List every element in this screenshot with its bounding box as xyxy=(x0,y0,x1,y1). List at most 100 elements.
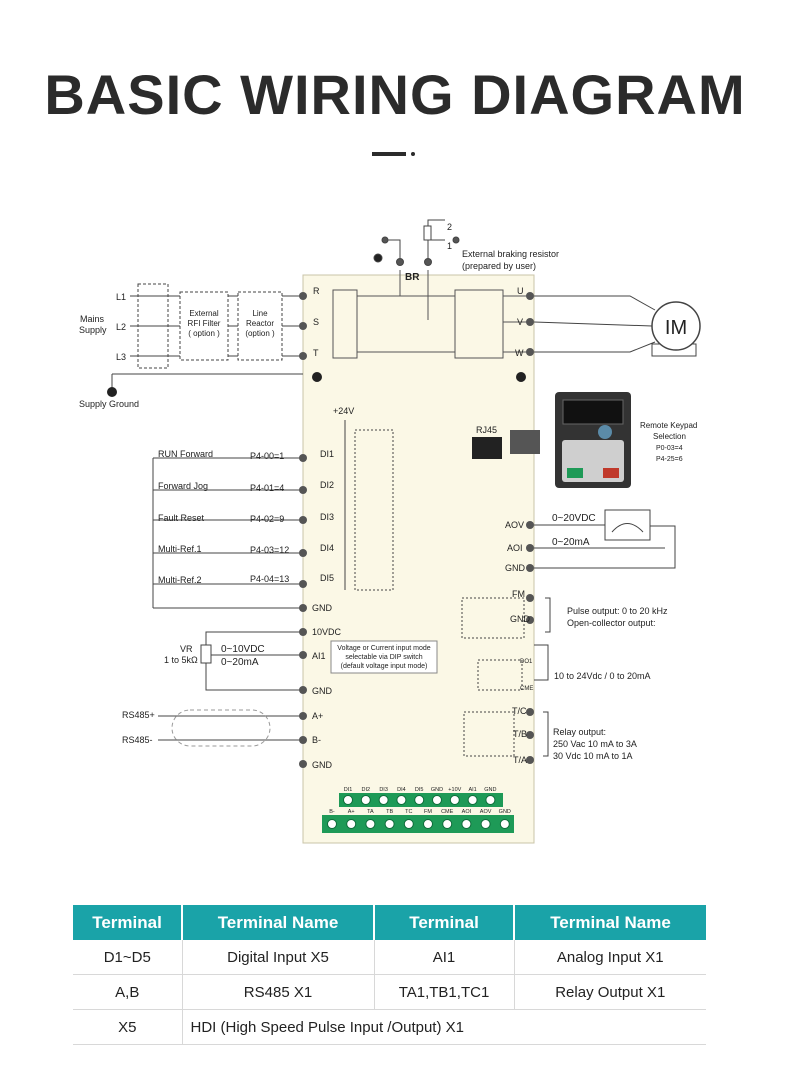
line-reactor-option: (option ) xyxy=(245,329,275,338)
table-cell: Relay Output X1 xyxy=(514,974,706,1010)
10vdc-label: 10VDC xyxy=(312,627,342,637)
terminal-strip-label: DI3 xyxy=(379,787,388,793)
motor-icon xyxy=(651,301,701,351)
terminal-gnd-4 xyxy=(526,564,534,572)
table-header: Terminal xyxy=(374,905,515,940)
mains-l3: L3 xyxy=(116,352,126,362)
ai-note-line2: selectable via DIP switch xyxy=(345,654,422,661)
terminal-screw-icon xyxy=(384,819,395,829)
terminal-strip-label: DI1 xyxy=(344,787,353,793)
table-cell: RS485 X1 xyxy=(182,974,375,1010)
terminal-screw-icon xyxy=(327,819,337,829)
terminal-fm xyxy=(526,594,534,602)
terminal-v-label: V xyxy=(517,317,523,327)
ground-icon xyxy=(107,387,117,397)
di1-param: P4-00=1 xyxy=(250,451,284,461)
aov-label: AOV xyxy=(505,520,524,530)
terminal-strip-label: GND xyxy=(499,809,511,815)
wiring-diagram: 2 1 External braking resistor (prepared … xyxy=(79,219,701,844)
di2-param: P4-01=4 xyxy=(250,483,284,493)
ai-note-line3: (default voltage input mode) xyxy=(341,663,428,670)
terminal-t xyxy=(299,352,307,360)
di3-param: P4-02=9 xyxy=(250,514,284,524)
terminal-strip-label: AOV xyxy=(480,809,492,815)
br-label: BR xyxy=(405,272,420,283)
terminal-di5 xyxy=(299,580,307,588)
a-plus-label: A+ xyxy=(312,711,323,721)
terminal-screw-icon xyxy=(343,795,353,805)
di1-function: RUN Forward xyxy=(158,449,213,459)
terminal-di3 xyxy=(299,516,307,524)
table-row: X5 HDI (High Speed Pulse Input /Output) … xyxy=(73,1009,706,1045)
di1-label: DI1 xyxy=(320,449,334,459)
gnd-label-5: GND xyxy=(510,614,531,624)
mains-l2: L2 xyxy=(116,322,126,332)
terminal-screw-icon xyxy=(414,795,425,805)
rfi-filter-option: ( option ) xyxy=(188,329,220,338)
mains-supply-label: Mains xyxy=(80,314,105,324)
terminal-w-label: W xyxy=(515,348,524,358)
keypad-display xyxy=(562,399,624,425)
terminal-screw-icon xyxy=(449,795,460,805)
terminal-strip-label: +10V xyxy=(448,787,461,793)
plus24v-label: +24V xyxy=(333,406,354,416)
terminal-aov xyxy=(526,521,534,529)
terminal-screw-icon xyxy=(346,819,357,829)
rfi-filter-label-2: RFI Filter xyxy=(188,319,221,328)
terminal-strip-label: TB xyxy=(386,809,393,815)
terminal-screw-icon xyxy=(423,819,433,829)
terminal-b-minus xyxy=(299,736,307,744)
motor-label: IM xyxy=(665,317,687,339)
keypad-param-1: P0-03=4 xyxy=(656,445,683,452)
table-cell: TA1,TB1,TC1 xyxy=(374,974,515,1010)
table-header: Terminal xyxy=(73,905,183,940)
terminal-screw-icon xyxy=(365,819,376,829)
terminal-screw-icon xyxy=(480,819,491,829)
rs485-minus-label: RS485- xyxy=(122,735,153,745)
tc-label: T/C xyxy=(512,706,527,716)
mains-supply-label-2: Supply xyxy=(79,325,107,335)
relay-output-label: Relay output: xyxy=(553,727,606,737)
terminal-screw-icon xyxy=(442,819,453,829)
title-dot xyxy=(411,152,415,156)
table-cell: AI1 xyxy=(374,940,515,975)
ai-note-line1: Voltage or Current input mode xyxy=(337,645,430,652)
tb-label: T/B xyxy=(513,729,527,739)
keypad-knob-icon xyxy=(598,425,612,439)
di2-label: DI2 xyxy=(320,480,334,490)
braking-resistor-note: (prepared by user) xyxy=(462,261,536,271)
di4-label: DI4 xyxy=(320,543,334,553)
pulse-output-wiring xyxy=(461,597,551,691)
relay-dc-rating: 30 Vdc 10 mA to 1A xyxy=(553,751,633,761)
gnd-label-1: GND xyxy=(312,603,333,613)
ai-current-range: 0~20mA xyxy=(221,657,259,668)
terminal-strip-label: FM xyxy=(424,809,432,815)
cme-label: CME xyxy=(520,686,533,692)
terminal-strip-label: DI4 xyxy=(397,787,406,793)
resistor-num-2: 2 xyxy=(447,222,452,232)
terminal-strip-label: TC xyxy=(405,809,412,815)
terminal-gnd-3 xyxy=(299,760,307,768)
terminal-u xyxy=(526,292,534,300)
di5-param: P4-04=13 xyxy=(250,574,289,584)
terminal-strip-label: TA xyxy=(367,809,374,815)
aov-range: 0~20VDC xyxy=(552,513,596,524)
table-header: Terminal Name xyxy=(182,905,375,940)
keypad-param-2: P4-25=6 xyxy=(656,456,683,463)
vr-range: 1 to 5kΩ xyxy=(164,655,198,665)
terminal-ai1 xyxy=(299,651,307,659)
page-title: BASIC WIRING DIAGRAM xyxy=(44,63,746,126)
do-range-label: 10 to 24Vdc / 0 to 20mA xyxy=(554,671,651,681)
analog-output-wiring xyxy=(534,509,676,569)
terminal-gnd-5 xyxy=(526,616,534,624)
table-row: A,B RS485 X1 TA1,TB1,TC1 Relay Output X1 xyxy=(73,974,706,1010)
terminal-r-label: R xyxy=(313,286,320,296)
terminal-screw-icon xyxy=(499,819,510,829)
table-cell: Digital Input X5 xyxy=(182,940,375,975)
rj45-port-icon xyxy=(472,437,502,459)
terminal-di1 xyxy=(299,454,307,462)
open-collector-label: Open-collector output: xyxy=(567,618,656,628)
pulse-output-label: Pulse output: 0 to 20 kHz xyxy=(567,606,668,616)
table-cell: HDI (High Speed Pulse Input /Output) X1 xyxy=(182,1009,706,1045)
